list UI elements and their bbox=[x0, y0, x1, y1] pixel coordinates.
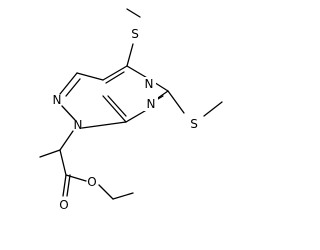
bond-ch2-ch3 bbox=[112, 192, 134, 200]
atom-label-n-pyrazole-left: N bbox=[53, 93, 62, 107]
bond-c3-n2-inner bbox=[65, 78, 81, 97]
bond-n1-c7a bbox=[81, 121, 127, 129]
bond-s-top-c4 bbox=[126, 43, 134, 67]
atom-label-o-carbonyl: O bbox=[59, 198, 68, 212]
atom-labels: S S N N N N O O bbox=[53, 27, 198, 212]
bond-s-right-methyl bbox=[203, 101, 223, 117]
bond-c4-n5 bbox=[126, 65, 150, 80]
atom-label-n1: N bbox=[74, 118, 83, 132]
bond-carbonyl-c-o-second bbox=[66, 174, 71, 197]
atom-label-s-top: S bbox=[131, 27, 139, 41]
atom-label-s-right: S bbox=[190, 117, 198, 131]
bond-ch-methyl bbox=[39, 149, 61, 158]
atom-label-n-pyrimidine-top: N bbox=[145, 77, 154, 91]
molecule-structure: S S N N N N O O bbox=[39, 8, 223, 212]
atom-o-carbonyl: O bbox=[59, 198, 68, 212]
atom-s-right: S bbox=[190, 117, 198, 131]
bond-c4-c3a-inner bbox=[105, 71, 125, 84]
atom-o-ester: O bbox=[87, 175, 96, 189]
atom-label-n-pyrimidine-bottom: N bbox=[147, 97, 156, 111]
atom-n-pyrimidine-top: N bbox=[142, 77, 156, 91]
bond-methyl-s-top bbox=[126, 8, 141, 18]
atom-s-top: S bbox=[131, 27, 139, 41]
bond-c3a-c3 bbox=[76, 72, 104, 81]
atom-n-pyrimidine-bottom: N bbox=[144, 97, 158, 111]
bond-carbonyl-c-o bbox=[62, 174, 67, 197]
bond-c3-n2 bbox=[59, 72, 78, 95]
bond-c6-s-right bbox=[167, 90, 185, 114]
bond-c7a-c3a bbox=[102, 95, 127, 123]
bond-n2-n1 bbox=[61, 105, 76, 121]
bond-ch-carbonyl-c bbox=[59, 149, 67, 176]
bond-c4-c3a bbox=[102, 65, 128, 81]
bond-carbonyl-c-o-ester bbox=[65, 174, 87, 182]
structure-canvas: S S N N N N O O bbox=[39, 8, 223, 212]
atom-n-pyrazole-left: N bbox=[53, 93, 62, 107]
atom-label-o-ester: O bbox=[87, 175, 96, 189]
bond-n1-ch bbox=[59, 130, 74, 151]
atom-n1: N bbox=[74, 118, 83, 132]
bond-o-ester-ch2 bbox=[98, 184, 114, 200]
bond-c7a-c3a-inner bbox=[107, 95, 127, 117]
